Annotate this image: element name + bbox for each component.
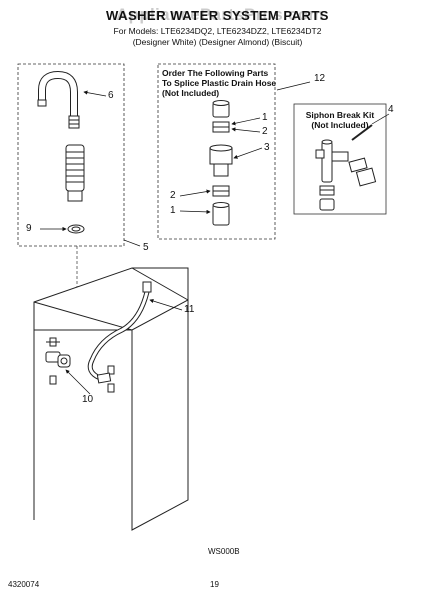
siphon-box-title: Siphon Break Kit (Not Included) [300, 110, 380, 130]
callout-2-lower: 2 [170, 190, 176, 201]
callout-3: 3 [264, 142, 270, 153]
siphon-box-title-line: (Not Included) [311, 120, 369, 130]
watermark: AppliancePartsPros.com [116, 5, 324, 24]
page-title: WASHER WATER SYSTEM PARTS [106, 8, 329, 23]
model-list: For Models: LTE6234DQ2, LTE6234DZ2, LTE6… [113, 26, 322, 36]
callout-12: 12 [314, 73, 326, 84]
drain-box-title-line: Order The Following Parts [162, 68, 269, 78]
callout-11: 11 [184, 304, 195, 315]
callout-2: 2 [262, 126, 268, 137]
callout-1: 1 [262, 112, 268, 123]
model-colors: (Designer White) (Designer Almond) (Bisc… [132, 37, 303, 47]
splice-parts [209, 100, 233, 226]
callout-10: 10 [82, 394, 94, 405]
drain-splice-box [157, 63, 276, 240]
drain-box-title: Order The Following Parts To Splice Plas… [162, 68, 276, 98]
drain-box-title-line: (Not Included) [162, 88, 220, 98]
inlet-connector [45, 351, 71, 368]
corrugated-hose [65, 144, 85, 202]
drain-hose [87, 281, 152, 384]
siphon-kit-box [293, 103, 387, 215]
page-number: 19 [210, 580, 219, 589]
siphon-parts [315, 124, 377, 211]
callout-6: 6 [108, 90, 114, 101]
callout-5: 5 [143, 242, 149, 253]
callout-4: 4 [388, 104, 394, 115]
gooseneck-part [37, 70, 80, 129]
callout-9: 9 [26, 223, 32, 234]
document-number: 4320074 [8, 580, 40, 589]
drain-box-title-line: To Splice Plastic Drain Hose [162, 78, 277, 88]
washer-cabinet [33, 267, 189, 531]
siphon-box-title-line: Siphon Break Kit [305, 110, 375, 120]
hose-group-box [17, 63, 125, 247]
callout-1-lower: 1 [170, 205, 176, 216]
cabinet-features [46, 337, 115, 393]
diagram-code: WS000B [208, 547, 240, 556]
